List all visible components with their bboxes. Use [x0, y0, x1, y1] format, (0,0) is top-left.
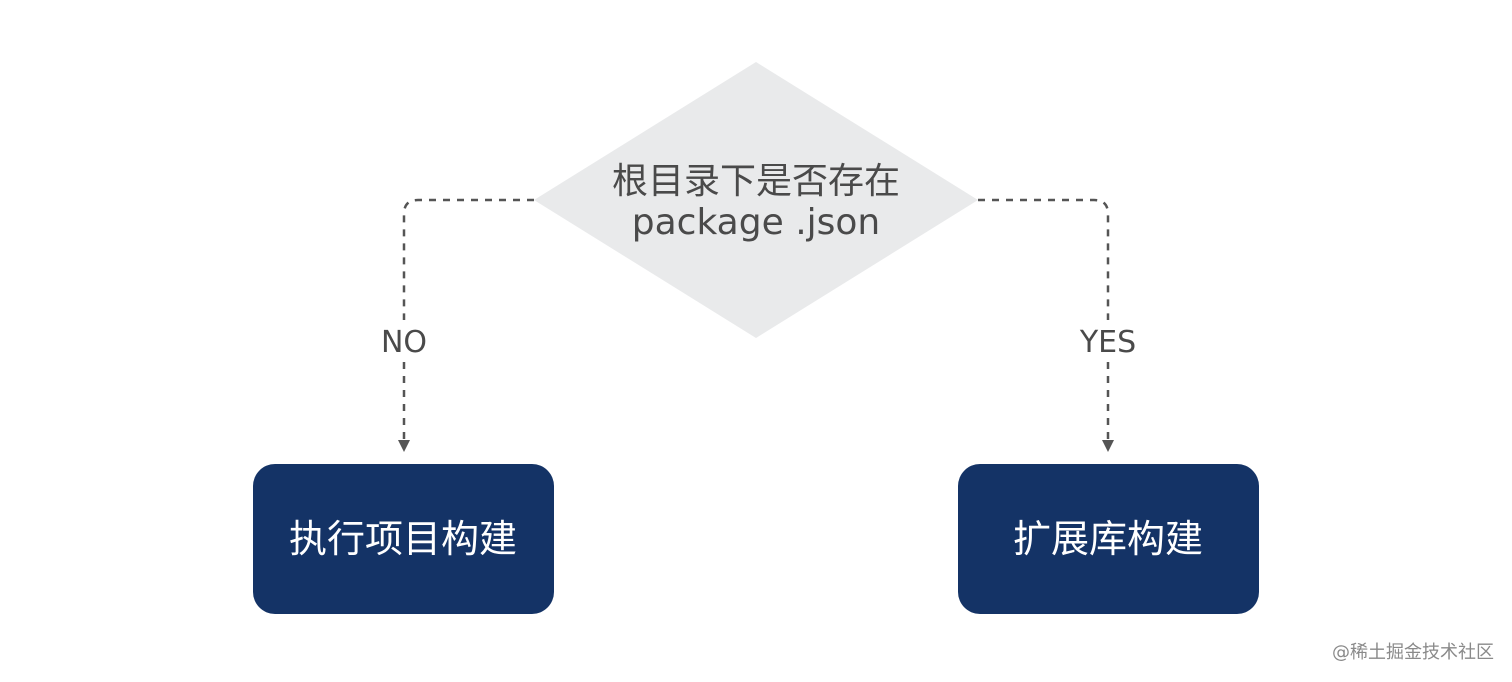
decision-diamond: [534, 62, 978, 338]
yes-outcome-label: 扩展库构建: [1013, 517, 1203, 561]
no-connector: [402, 198, 534, 320]
no-outcome-box: [253, 464, 554, 614]
watermark-text: @稀土掘金技术社区: [1332, 642, 1494, 663]
yes-outcome-box: [958, 464, 1259, 614]
no-outcome-label: 执行项目构建: [289, 517, 517, 561]
decision-text-line1: 根目录下是否存在: [612, 161, 900, 202]
decision-text-line2: package .json: [632, 202, 880, 243]
no-label: NO: [381, 325, 427, 360]
yes-label: YES: [1079, 325, 1136, 360]
yes-connector: [978, 198, 1110, 320]
